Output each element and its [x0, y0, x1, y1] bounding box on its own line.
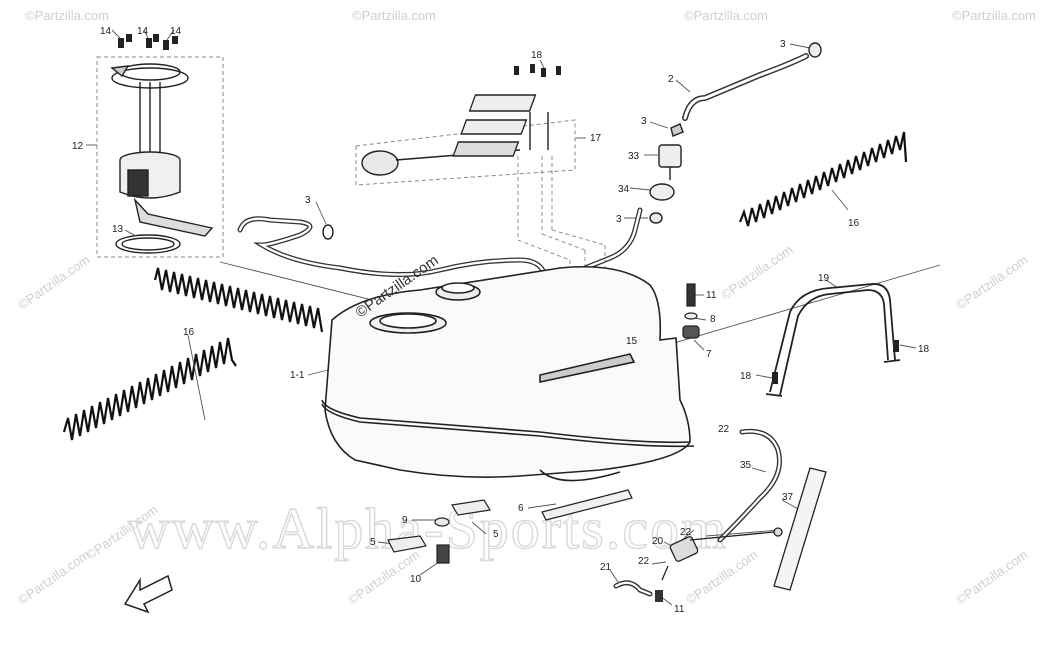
pump-assembly-outline [96, 56, 224, 258]
callout-37: 37 [782, 492, 794, 503]
watermark-top-right-b: ©Partzilla.com [952, 8, 1036, 23]
hose-2 [682, 53, 809, 121]
bolts-14 [118, 34, 178, 50]
callout-8: 8 [710, 314, 716, 325]
petcock-20 [661, 527, 783, 581]
callout-2: 2 [668, 74, 674, 85]
callout-1-1: 1-1 [290, 370, 305, 381]
callout-15: 15 [626, 336, 638, 347]
callout-18a: 18 [531, 50, 543, 61]
bolt-11-lower [655, 590, 663, 602]
front-direction-arrow-icon [123, 574, 173, 614]
callout-14a: 14 [100, 26, 112, 37]
watermark-mid-left: ©Partzilla.com [15, 252, 92, 312]
callout-5a: 5 [370, 537, 376, 548]
callout-17: 17 [590, 133, 602, 144]
watermark-top-center: ©Partzilla.com [352, 8, 436, 23]
spring-16-upper-left [153, 267, 324, 333]
fuel-filter-stack [649, 42, 822, 224]
bolt-11-washer-stack [682, 283, 700, 339]
pad-6 [541, 489, 633, 521]
watermark-bottom-left: ©Partzilla.com [15, 547, 92, 607]
fuel-tank [321, 265, 695, 482]
callout-16a: 16 [848, 218, 860, 229]
callout-14b: 14 [137, 26, 149, 37]
callout-7: 7 [706, 349, 712, 360]
watermark-mid-right: ©Partzilla.com [718, 242, 795, 302]
callout-3a: 3 [305, 195, 311, 206]
callout-numbers: 14 14 14 12 13 16 16 1-1 3 18 17 3 2 3 3… [72, 26, 930, 615]
callout-6: 6 [518, 503, 524, 514]
callout-10: 10 [410, 574, 422, 585]
callout-22a: 22 [718, 424, 730, 435]
hose-21 [613, 580, 653, 597]
callout-20: 20 [652, 536, 664, 547]
strip-37 [773, 467, 827, 591]
callout-12: 12 [72, 141, 84, 152]
callout-5b: 5 [493, 529, 499, 540]
callout-18b: 18 [918, 344, 930, 355]
callout-21: 21 [600, 562, 612, 573]
callout-11b: 11 [674, 604, 685, 615]
fuel-sender-unit [361, 94, 549, 176]
spring-16-right [738, 131, 908, 227]
callout-3d: 3 [616, 214, 622, 225]
callout-11a: 11 [706, 290, 717, 301]
callout-14c: 14 [170, 26, 182, 37]
callout-18c: 18 [740, 371, 752, 382]
pads-and-drain [387, 499, 491, 564]
callout-34: 34 [618, 184, 630, 195]
bolts-18-bracket [772, 340, 899, 384]
callout-22c: 22 [638, 556, 650, 567]
callout-16b: 16 [183, 327, 195, 338]
hose-35 [717, 428, 782, 543]
tank-bracket-19 [765, 283, 901, 397]
banner-watermark: www.Alpha-Sports.com [128, 496, 728, 561]
callout-19: 19 [818, 273, 830, 284]
callout-33: 33 [628, 151, 640, 162]
watermark-bottom-far-right: ©Partzilla.com [953, 547, 1030, 607]
watermark-far-right: ©Partzilla.com [953, 252, 1030, 312]
callout-13: 13 [112, 224, 124, 235]
callout-22b: 22 [680, 527, 692, 538]
callout-35: 35 [740, 460, 752, 471]
fuel-pump-assembly [110, 63, 214, 254]
watermark-top-left: ©Partzilla.com [25, 8, 109, 23]
clamp-3-left [322, 224, 334, 240]
callout-3b: 3 [780, 39, 786, 50]
callout-9: 9 [402, 515, 408, 526]
bolts-18-top [514, 64, 561, 77]
watermark-top-right-a: ©Partzilla.com [684, 8, 768, 23]
spring-16-lower-left [62, 337, 237, 441]
callout-3c: 3 [641, 116, 647, 127]
